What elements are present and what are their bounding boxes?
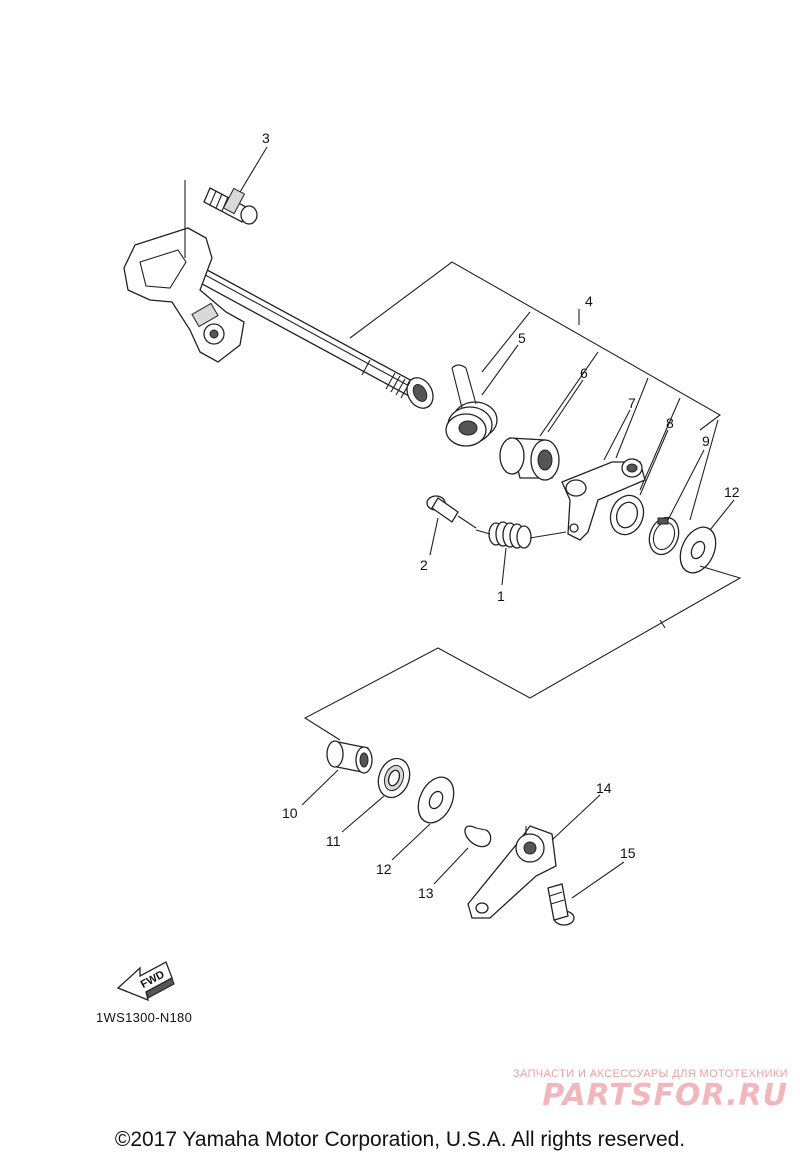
callout-14: 14 (596, 780, 612, 796)
watermark-tagline: ЗАПЧАСТИ И АКСЕССУАРЫ ДЛЯ МОТОТЕХНИКИ (512, 1068, 788, 1080)
part-1-return-spring[interactable] (475, 521, 567, 549)
fwd-arrow-icon: FWD (116, 961, 175, 1002)
callout-15: 15 (620, 845, 636, 861)
callout-12-lower: 12 (376, 861, 392, 877)
part-10-needle-bearing[interactable] (326, 740, 373, 774)
callout-6: 6 (580, 365, 588, 381)
part-12-washer-lower[interactable] (411, 771, 460, 828)
part-15-bolt[interactable] (547, 883, 575, 926)
leader-lines (239, 146, 735, 899)
callout-numbers: 3 4 5 6 7 8 9 12 2 1 10 11 12 13 14 15 (262, 130, 740, 901)
callout-12-upper: 12 (724, 484, 740, 500)
part-14-shift-pedal-arm[interactable] (467, 825, 557, 919)
callout-2: 2 (420, 557, 428, 573)
copyright-notice: ©2017 Yamaha Motor Corporation, U.S.A. A… (114, 1128, 686, 1151)
callout-11: 11 (326, 833, 341, 849)
assembly-bracket-lines (303, 261, 742, 741)
shift-shaft[interactable] (179, 257, 438, 413)
callout-8: 8 (666, 415, 674, 431)
callout-4: 4 (585, 293, 593, 309)
callout-3: 3 (262, 130, 270, 146)
drawing-code: 1WS1300-N180 (96, 1010, 193, 1025)
part-8-washer[interactable] (605, 491, 649, 540)
part-11-oil-seal[interactable] (373, 754, 415, 802)
part-5-torsion-spring[interactable] (445, 364, 498, 447)
watermark-brand: PARTSFOR.RU (542, 1078, 788, 1113)
part-13-e-clip[interactable] (464, 825, 492, 848)
part-3-stopper-bolt[interactable] (203, 187, 258, 225)
callout-9: 9 (702, 433, 710, 449)
part-7-shift-arm[interactable] (561, 458, 646, 541)
callout-10: 10 (282, 805, 298, 821)
callout-1: 1 (497, 588, 505, 604)
callout-7: 7 (628, 395, 636, 411)
part-6-collar[interactable] (499, 437, 560, 481)
part-9-circlip[interactable] (644, 513, 683, 558)
callout-13: 13 (418, 885, 434, 901)
watermark: ЗАПЧАСТИ И АКСЕССУАРЫ ДЛЯ МОТОТЕХНИКИ PA… (488, 1068, 788, 1113)
part-2-bolt[interactable] (426, 495, 477, 529)
shift-lever-plate[interactable] (123, 180, 245, 363)
part-12-washer-upper[interactable] (673, 521, 722, 578)
callout-5: 5 (518, 330, 526, 346)
